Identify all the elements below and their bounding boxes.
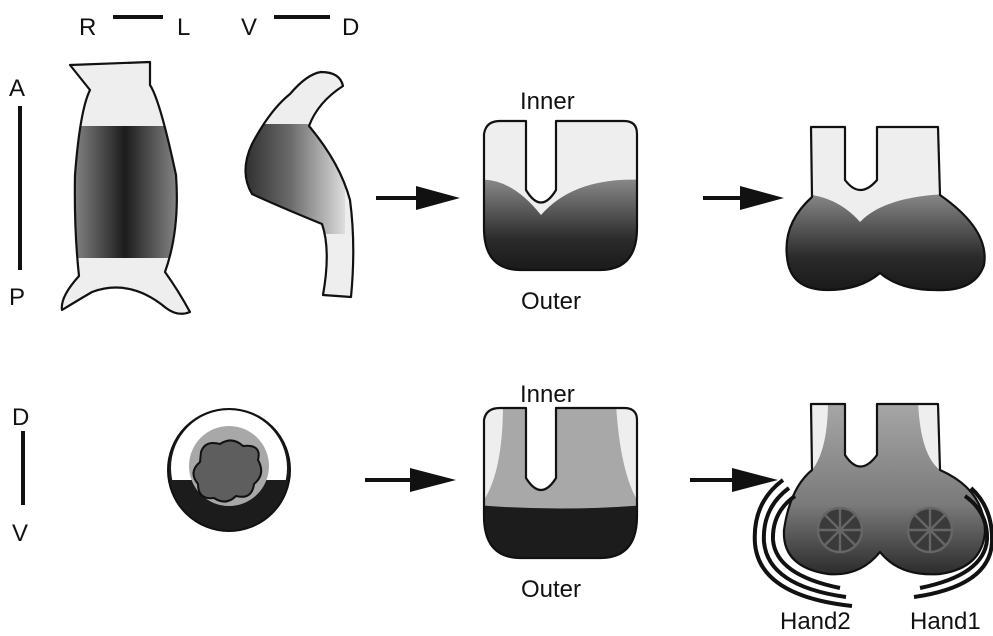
label-outer-bottom: Outer (521, 576, 581, 603)
arrow-bottom-1 (365, 468, 456, 492)
arrow-top-1 (376, 186, 460, 210)
heart-tube-front-view (60, 62, 190, 314)
axis-label-ventral-side: V (12, 520, 28, 547)
gene-label-hand1: Hand1 (910, 608, 981, 635)
label-inner-top: Inner (520, 88, 575, 115)
axis-label-right: R (79, 14, 96, 41)
axis-label-anterior: A (9, 75, 25, 102)
arrow-top-2 (703, 186, 784, 210)
axis-label-dorsal-side: D (12, 404, 29, 431)
heart-tube-side-view (235, 72, 353, 297)
axis-label-posterior: P (9, 284, 25, 311)
gene-label-hand2: Hand2 (780, 608, 851, 635)
heart-tube-cross-section (168, 409, 290, 531)
looping-heart-bottom (476, 404, 645, 570)
axis-label-ventral-top: V (241, 14, 257, 41)
label-outer-top: Outer (521, 288, 581, 315)
label-inner-bottom: Inner (520, 381, 575, 408)
arrow-bottom-2 (690, 468, 778, 492)
chambered-heart-top (780, 127, 993, 300)
looping-heart-top (476, 121, 645, 280)
axis-label-dorsal-top: D (342, 14, 359, 41)
axis-label-left: L (177, 14, 190, 41)
chambered-heart-bottom (780, 400, 990, 590)
